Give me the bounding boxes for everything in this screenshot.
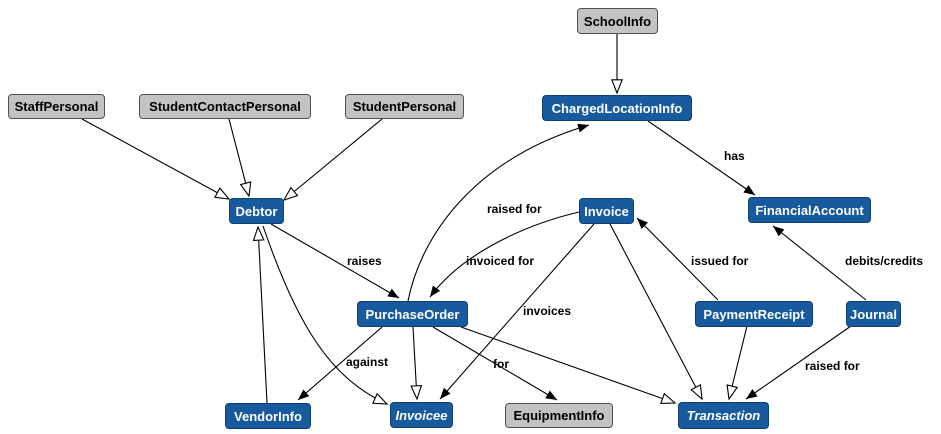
edge-purchaseorder-chargedlocationinfo	[407, 123, 590, 302]
edge-label-issued-for: issued for	[691, 254, 749, 268]
edge-label-invoices: invoices	[523, 304, 572, 318]
edge-journal-transaction	[745, 325, 852, 400]
node-studentcontactpersonal[interactable]: StudentContactPersonal	[139, 94, 311, 119]
edge-label-has: has	[724, 149, 745, 163]
edge-purchaseorder-vendorinfo	[297, 326, 383, 401]
node-purchaseorder[interactable]: PurchaseOrder	[357, 301, 468, 327]
edge-vendorinfo-debtor	[252, 225, 268, 404]
edge-debtor-purchaseorder	[270, 223, 400, 299]
node-debtor[interactable]: Debtor	[229, 198, 284, 224]
node-schoolinfo[interactable]: SchoolInfo	[577, 8, 658, 34]
edge-label-raises: raises	[347, 254, 382, 268]
edge-paymentreceipt-invoice	[636, 217, 719, 301]
edge-purchaseorder-equipmentinfo	[432, 326, 558, 401]
node-financialaccount[interactable]: FinancialAccount	[748, 197, 871, 223]
node-chargedlocationinfo[interactable]: ChargedLocationInfo	[542, 95, 692, 121]
edge-label-raised-for-top: raised for	[487, 202, 542, 216]
edge-chargedlocationinfo-financialaccount	[647, 120, 756, 196]
node-paymentreceipt[interactable]: PaymentReceipt	[695, 301, 813, 327]
edge-label-against: against	[346, 355, 389, 369]
node-invoicee[interactable]: Invoicee	[390, 402, 453, 428]
edge-purchaseorder-invoicee	[410, 326, 423, 401]
node-equipmentinfo[interactable]: EquipmentInfo	[505, 403, 613, 428]
edge-paymentreceipt-transaction	[726, 325, 748, 401]
node-vendorinfo[interactable]: VendorInfo	[225, 403, 311, 429]
node-staffpersonal[interactable]: StaffPersonal	[8, 94, 105, 119]
edge-label-raised-for-bottom: raised for	[805, 359, 860, 373]
edge-studentpersonal-debtor	[282, 118, 383, 201]
edge-staffpersonal-debtor	[81, 118, 231, 200]
edge-label-for: for	[493, 357, 509, 371]
node-transaction[interactable]: Transaction	[678, 402, 769, 429]
edge-journal-financialaccount	[772, 225, 867, 301]
node-invoice[interactable]: Invoice	[579, 198, 634, 224]
edge-label-debits-credits: debits/credits	[845, 254, 924, 268]
edge-invoice-transaction	[609, 223, 703, 401]
edge-studentcontactpersonal-debtor	[228, 118, 252, 198]
edge-label-invoiced-for: invoiced for	[466, 254, 535, 268]
node-journal[interactable]: Journal	[846, 301, 901, 327]
edge-purchaseorder-transaction	[460, 326, 677, 405]
edge-invoice-invoicee	[439, 223, 595, 400]
edge-invoice-purchaseorder	[429, 211, 580, 298]
node-studentpersonal[interactable]: StudentPersonal	[345, 94, 464, 119]
edge-debtor-invoicee	[262, 225, 389, 405]
